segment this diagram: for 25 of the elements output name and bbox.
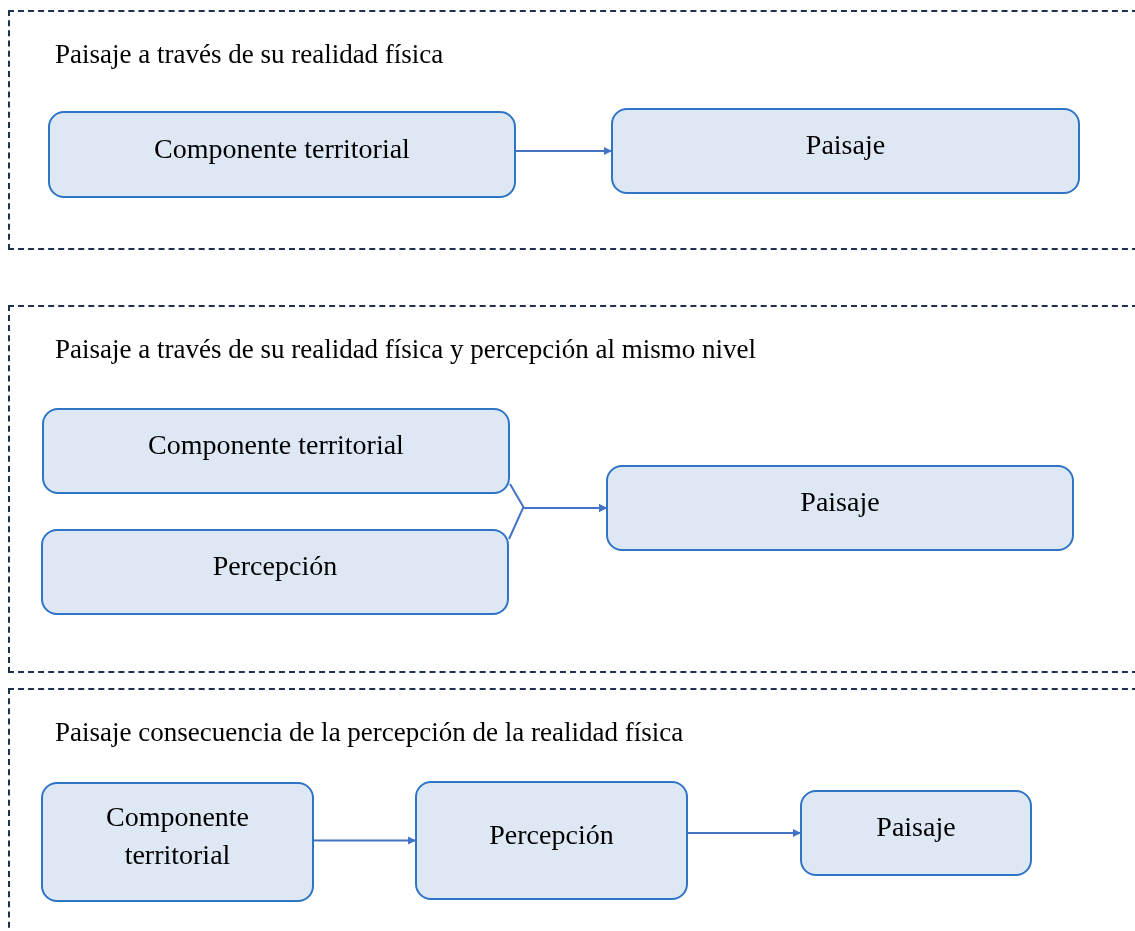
process-box [42, 408, 510, 494]
box-label: Paisaje [805, 128, 886, 162]
arrow [687, 829, 801, 837]
process-box [611, 108, 1080, 194]
arrow [515, 147, 612, 155]
box-label: Componente territorial [104, 800, 251, 872]
process-box [41, 529, 509, 615]
dashed-panel [8, 305, 1135, 673]
process-box [48, 111, 516, 198]
process-box [606, 465, 1074, 551]
arrow [313, 836, 416, 845]
box-label: Componente territorial [154, 131, 410, 166]
box-label: Paisaje [876, 810, 956, 844]
box-label: Percepción [212, 549, 338, 583]
process-box [800, 790, 1032, 876]
panel-heading: Paisaje a través de su realidad física y percepción al mismo nivel [55, 333, 756, 365]
panel-heading: Paisaje consecuencia de la percepción de la realidad física [55, 716, 684, 748]
panel-heading: Paisaje a través de su realidad física [55, 38, 444, 70]
dashed-panel [8, 10, 1135, 250]
arrow [508, 504, 607, 540]
process-box [415, 781, 688, 900]
box-label: Paisaje [800, 485, 880, 519]
box-label: Componente territorial [148, 428, 404, 462]
process-box [41, 782, 314, 902]
box-label: Percepción [489, 817, 614, 852]
